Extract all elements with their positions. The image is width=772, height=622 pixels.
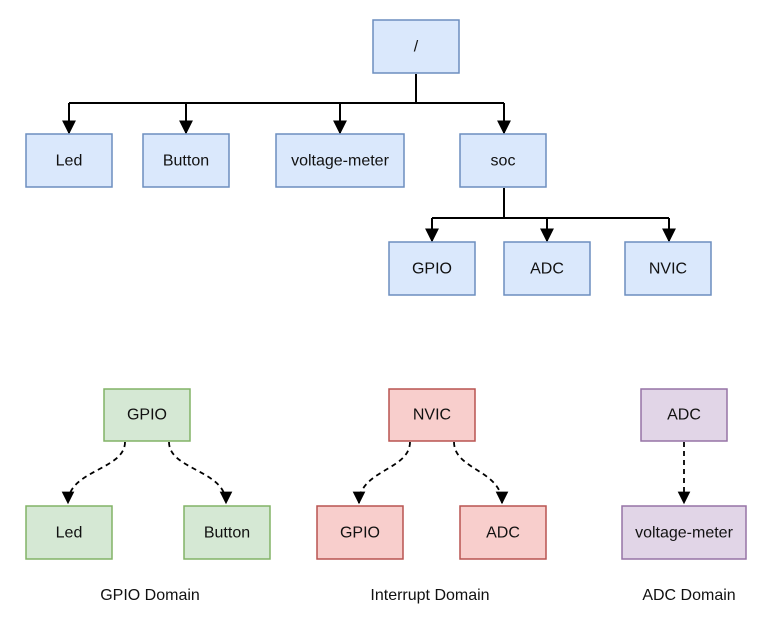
interrupt-domain-edge-adc: [453, 441, 509, 505]
adc-domain-child-voltage-meter: voltage-meter: [621, 505, 747, 560]
tree-edges: [62, 74, 676, 243]
tree-node-gpio-label: GPIO: [412, 261, 452, 278]
tree-node-led: Led: [25, 133, 113, 188]
gpio-domain-child-led: Led: [25, 505, 113, 560]
adc-domain-caption: ADC Domain: [642, 587, 736, 604]
interrupt-domain-parent-label: NVIC: [413, 407, 451, 424]
tree-node-nvic-label: NVIC: [649, 261, 687, 278]
tree-node-voltage-meter: voltage-meter: [275, 133, 405, 188]
tree-node-led-label: Led: [56, 153, 83, 170]
adc-domain-parent: ADC: [640, 388, 728, 442]
tree-node-adc-label: ADC: [530, 261, 564, 278]
domain-edges: [61, 441, 691, 505]
interrupt-domain-child-gpio: GPIO: [316, 505, 404, 560]
tree-node-root-label: /: [414, 39, 419, 56]
adc-domain-child-voltage-meter-label: voltage-meter: [635, 525, 733, 542]
interrupt-domain-parent: NVIC: [388, 388, 476, 442]
tree-node-root: /: [372, 19, 460, 74]
gpio-domain-child-button-label: Button: [204, 525, 250, 542]
tree-node-voltage-meter-label: voltage-meter: [291, 153, 389, 170]
gpio-domain-parent: GPIO: [103, 388, 191, 442]
gpio-domain-caption: GPIO Domain: [100, 587, 200, 604]
interrupt-domain-child-gpio-label: GPIO: [340, 525, 380, 542]
tree-node-nvic: NVIC: [624, 241, 712, 296]
interrupt-domain-child-adc-label: ADC: [486, 525, 520, 542]
interrupt-domain-child-adc: ADC: [459, 505, 547, 560]
gpio-domain-parent-label: GPIO: [127, 407, 167, 424]
tree-node-adc: ADC: [503, 241, 591, 296]
tree-node-button: Button: [142, 133, 230, 188]
gpio-domain-edge-led: [61, 441, 126, 505]
tree-node-soc: soc: [459, 133, 547, 188]
tree-node-gpio: GPIO: [388, 241, 476, 296]
gpio-domain-child-led-label: Led: [56, 525, 83, 542]
tree-node-button-label: Button: [163, 153, 209, 170]
gpio-domain-edge-button: [168, 441, 233, 505]
gpio-domain-child-button: Button: [183, 505, 271, 560]
adc-domain-parent-label: ADC: [667, 407, 701, 424]
interrupt-domain-caption: Interrupt Domain: [370, 587, 490, 604]
tree-node-soc-label: soc: [491, 153, 516, 170]
interrupt-domain-edge-gpio: [352, 441, 411, 505]
